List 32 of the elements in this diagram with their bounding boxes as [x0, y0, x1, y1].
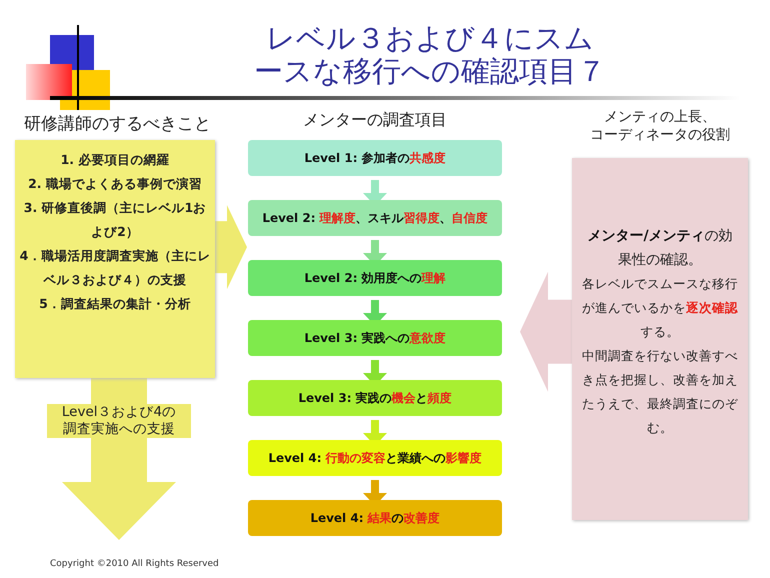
arrow-label: Level３および4の調査実施への支援 [47, 404, 191, 438]
task-box [15, 140, 215, 378]
level-box [248, 260, 502, 296]
level-box [248, 320, 502, 356]
body-text: 各レベルでスムースな移行が進んでいるかを逐次確認する。 [582, 275, 738, 341]
list-item: 3. 研修直後調（主にレベル1および2） [22, 199, 208, 241]
level-text: Level 3: 実践の機会と頻度 [298, 390, 452, 406]
level-text: Level 2: 理解度、スキル習得度、自信度 [262, 210, 488, 226]
list-item: 2. 職場でよくある事例で演習 [27, 175, 203, 193]
copyright-note: Copyright ©2010 All Rights Reserved [50, 559, 219, 569]
level-box [248, 440, 502, 476]
level-text: Level 4: 結果の改善度 [310, 510, 440, 526]
body-text: メンター/メンティの効果性の確認。 [586, 227, 734, 270]
role-box [572, 158, 748, 520]
list-item: 4．職場活用度調査実施（主にレベル３および４）の支援 [19, 247, 211, 289]
level-text: Level 4: 行動の変容と業績への影響度 [268, 450, 482, 466]
level-box [248, 200, 502, 236]
level-text: Level 3: 実践への意欲度 [304, 330, 446, 346]
column-heading: 研修講師のするべきこと [23, 113, 212, 135]
body-text: 中間調査を行ない改善すべき点を把握し、改善を加えたうえで、最終調査にのぞむ。 [582, 347, 738, 437]
level-text: Level 2: 効用度への理解 [304, 270, 446, 286]
level-box [248, 380, 502, 416]
title: レベル３および４にスムースな移行への確認項目７ [253, 22, 607, 88]
level-text: Level 1: 参加者の共感度 [304, 150, 446, 166]
column-heading: メンターの調査項目 [302, 110, 448, 131]
block-arrow [215, 205, 247, 290]
list-item: 1. 必要項目の網羅 [60, 151, 170, 169]
block-arrow [520, 272, 572, 392]
level-box [248, 500, 502, 536]
list-item: 5．調査結果の集計・分析 [38, 295, 192, 313]
column-heading: メンティの上長、コーディネータの役割 [589, 108, 731, 144]
level-box [248, 140, 502, 176]
